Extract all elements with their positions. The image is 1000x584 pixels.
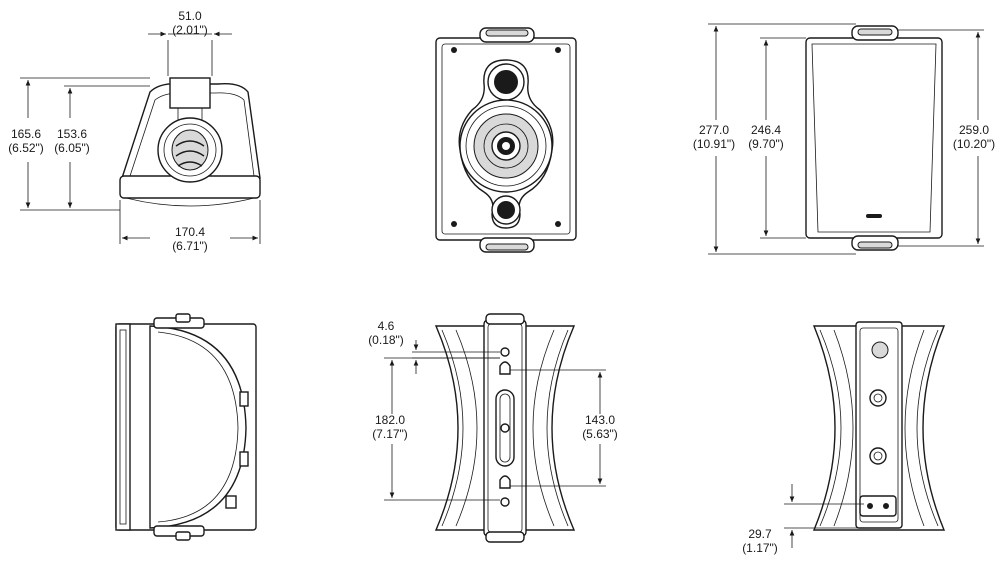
top-view: 51.0 (2.01") 165.6 (6.52") 153.6 (6.05")…	[8, 9, 261, 253]
top-width-bottom-in: (6.71")	[172, 239, 208, 253]
grille-view: 277.0 (10.91") 246.4 (9.70") 259.0 (10.2…	[693, 23, 995, 255]
back-bracket-span-in: (5.63")	[582, 427, 618, 441]
side-height-total-mm: 277.0	[699, 123, 729, 137]
back-slot-span-in: (7.17")	[372, 427, 408, 441]
top-width-in: (2.01")	[172, 23, 208, 37]
back-slot-offset-mm: 4.6	[378, 319, 395, 333]
bottom-terminal-height-mm: 29.7	[748, 527, 772, 541]
top-height-inner-mm: 153.6	[57, 127, 87, 141]
back-bracket-span-mm: 143.0	[585, 413, 615, 427]
top-height-outer-mm: 165.6	[11, 127, 41, 141]
bottom-view: 29.7 (1.17")	[742, 321, 946, 555]
top-height-inner-in: (6.05")	[54, 141, 90, 155]
side-height-total-in: (10.91")	[693, 137, 735, 151]
side-view	[115, 313, 257, 541]
side-height-body-mm: 246.4	[751, 123, 781, 137]
back-view: 4.6 (0.18") 182.0 (7.17") 143.0 (5.63")	[368, 313, 618, 543]
front-view	[435, 27, 577, 253]
bottom-terminal-height-in: (1.17")	[742, 541, 778, 555]
top-height-outer-in: (6.52")	[8, 141, 44, 155]
side-height-grille-in: (10.20")	[953, 137, 995, 151]
side-height-body-in: (9.70")	[748, 137, 784, 151]
back-slot-span-mm: 182.0	[375, 413, 405, 427]
top-width-bottom-mm: 170.4	[175, 225, 205, 239]
side-height-grille-mm: 259.0	[959, 123, 989, 137]
back-slot-offset-in: (0.18")	[368, 333, 404, 347]
top-width-mm: 51.0	[178, 9, 202, 23]
